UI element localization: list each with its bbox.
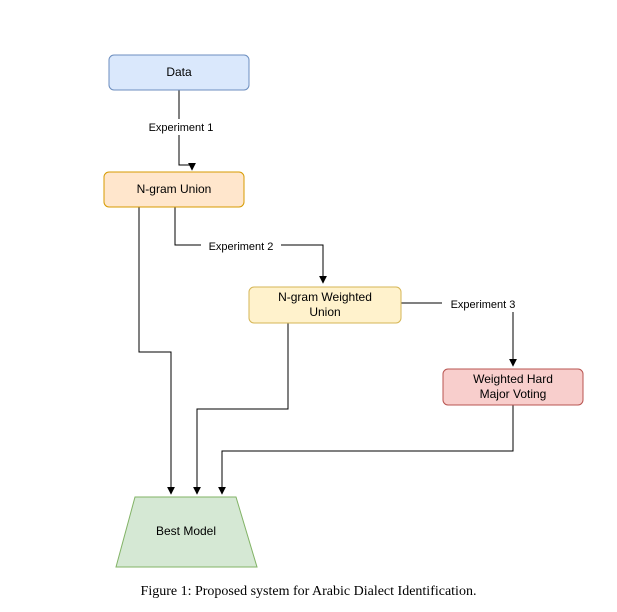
node-weighted-hard-voting-label-line1: Weighted Hard (473, 372, 553, 386)
edge-data-to-ngram-union (178, 90, 192, 170)
edge-ngram-union-to-best-model (138, 207, 175, 495)
node-ngram-weighted-union: N-gram Weighted Union (248, 286, 402, 324)
edge-label-experiment-3: Experiment 3 (451, 299, 516, 311)
node-best-model-shape (115, 496, 258, 568)
edge-label-experiment-2: Experiment 2 (209, 241, 274, 253)
node-ngram-weighted-union-label-line2: Union (309, 305, 340, 319)
node-ngram-union-label: N-gram Union (137, 182, 212, 196)
node-weighted-hard-voting-label-line2: Major Voting (480, 387, 547, 401)
figure-caption: Figure 1: Proposed system for Arabic Dia… (140, 584, 477, 599)
node-best-model: Best Model (115, 496, 258, 568)
node-ngram-union: N-gram Union (103, 171, 245, 208)
edge-weighted-union-to-best-model (193, 323, 289, 495)
node-best-model-label: Best Model (156, 524, 216, 538)
edge-ngram-union-to-weighted-union (174, 207, 323, 283)
edge-label-experiment-1: Experiment 1 (149, 122, 214, 134)
node-data-label: Data (166, 65, 192, 79)
node-ngram-weighted-union-box (248, 286, 402, 324)
flow-diagram: Experiment 1 Experiment 2 Experiment 3 D… (103, 54, 584, 568)
edge-weighted-union-to-voting (401, 302, 524, 366)
node-weighted-hard-voting: Weighted Hard Major Voting (442, 368, 584, 406)
node-data: Data (108, 54, 250, 91)
node-ngram-weighted-union-label-line1: N-gram Weighted (278, 290, 372, 304)
node-ngram-union-box (103, 171, 245, 208)
node-data-box (108, 54, 250, 91)
node-weighted-hard-voting-box (442, 368, 584, 406)
edge-voting-to-best-model (218, 405, 514, 495)
